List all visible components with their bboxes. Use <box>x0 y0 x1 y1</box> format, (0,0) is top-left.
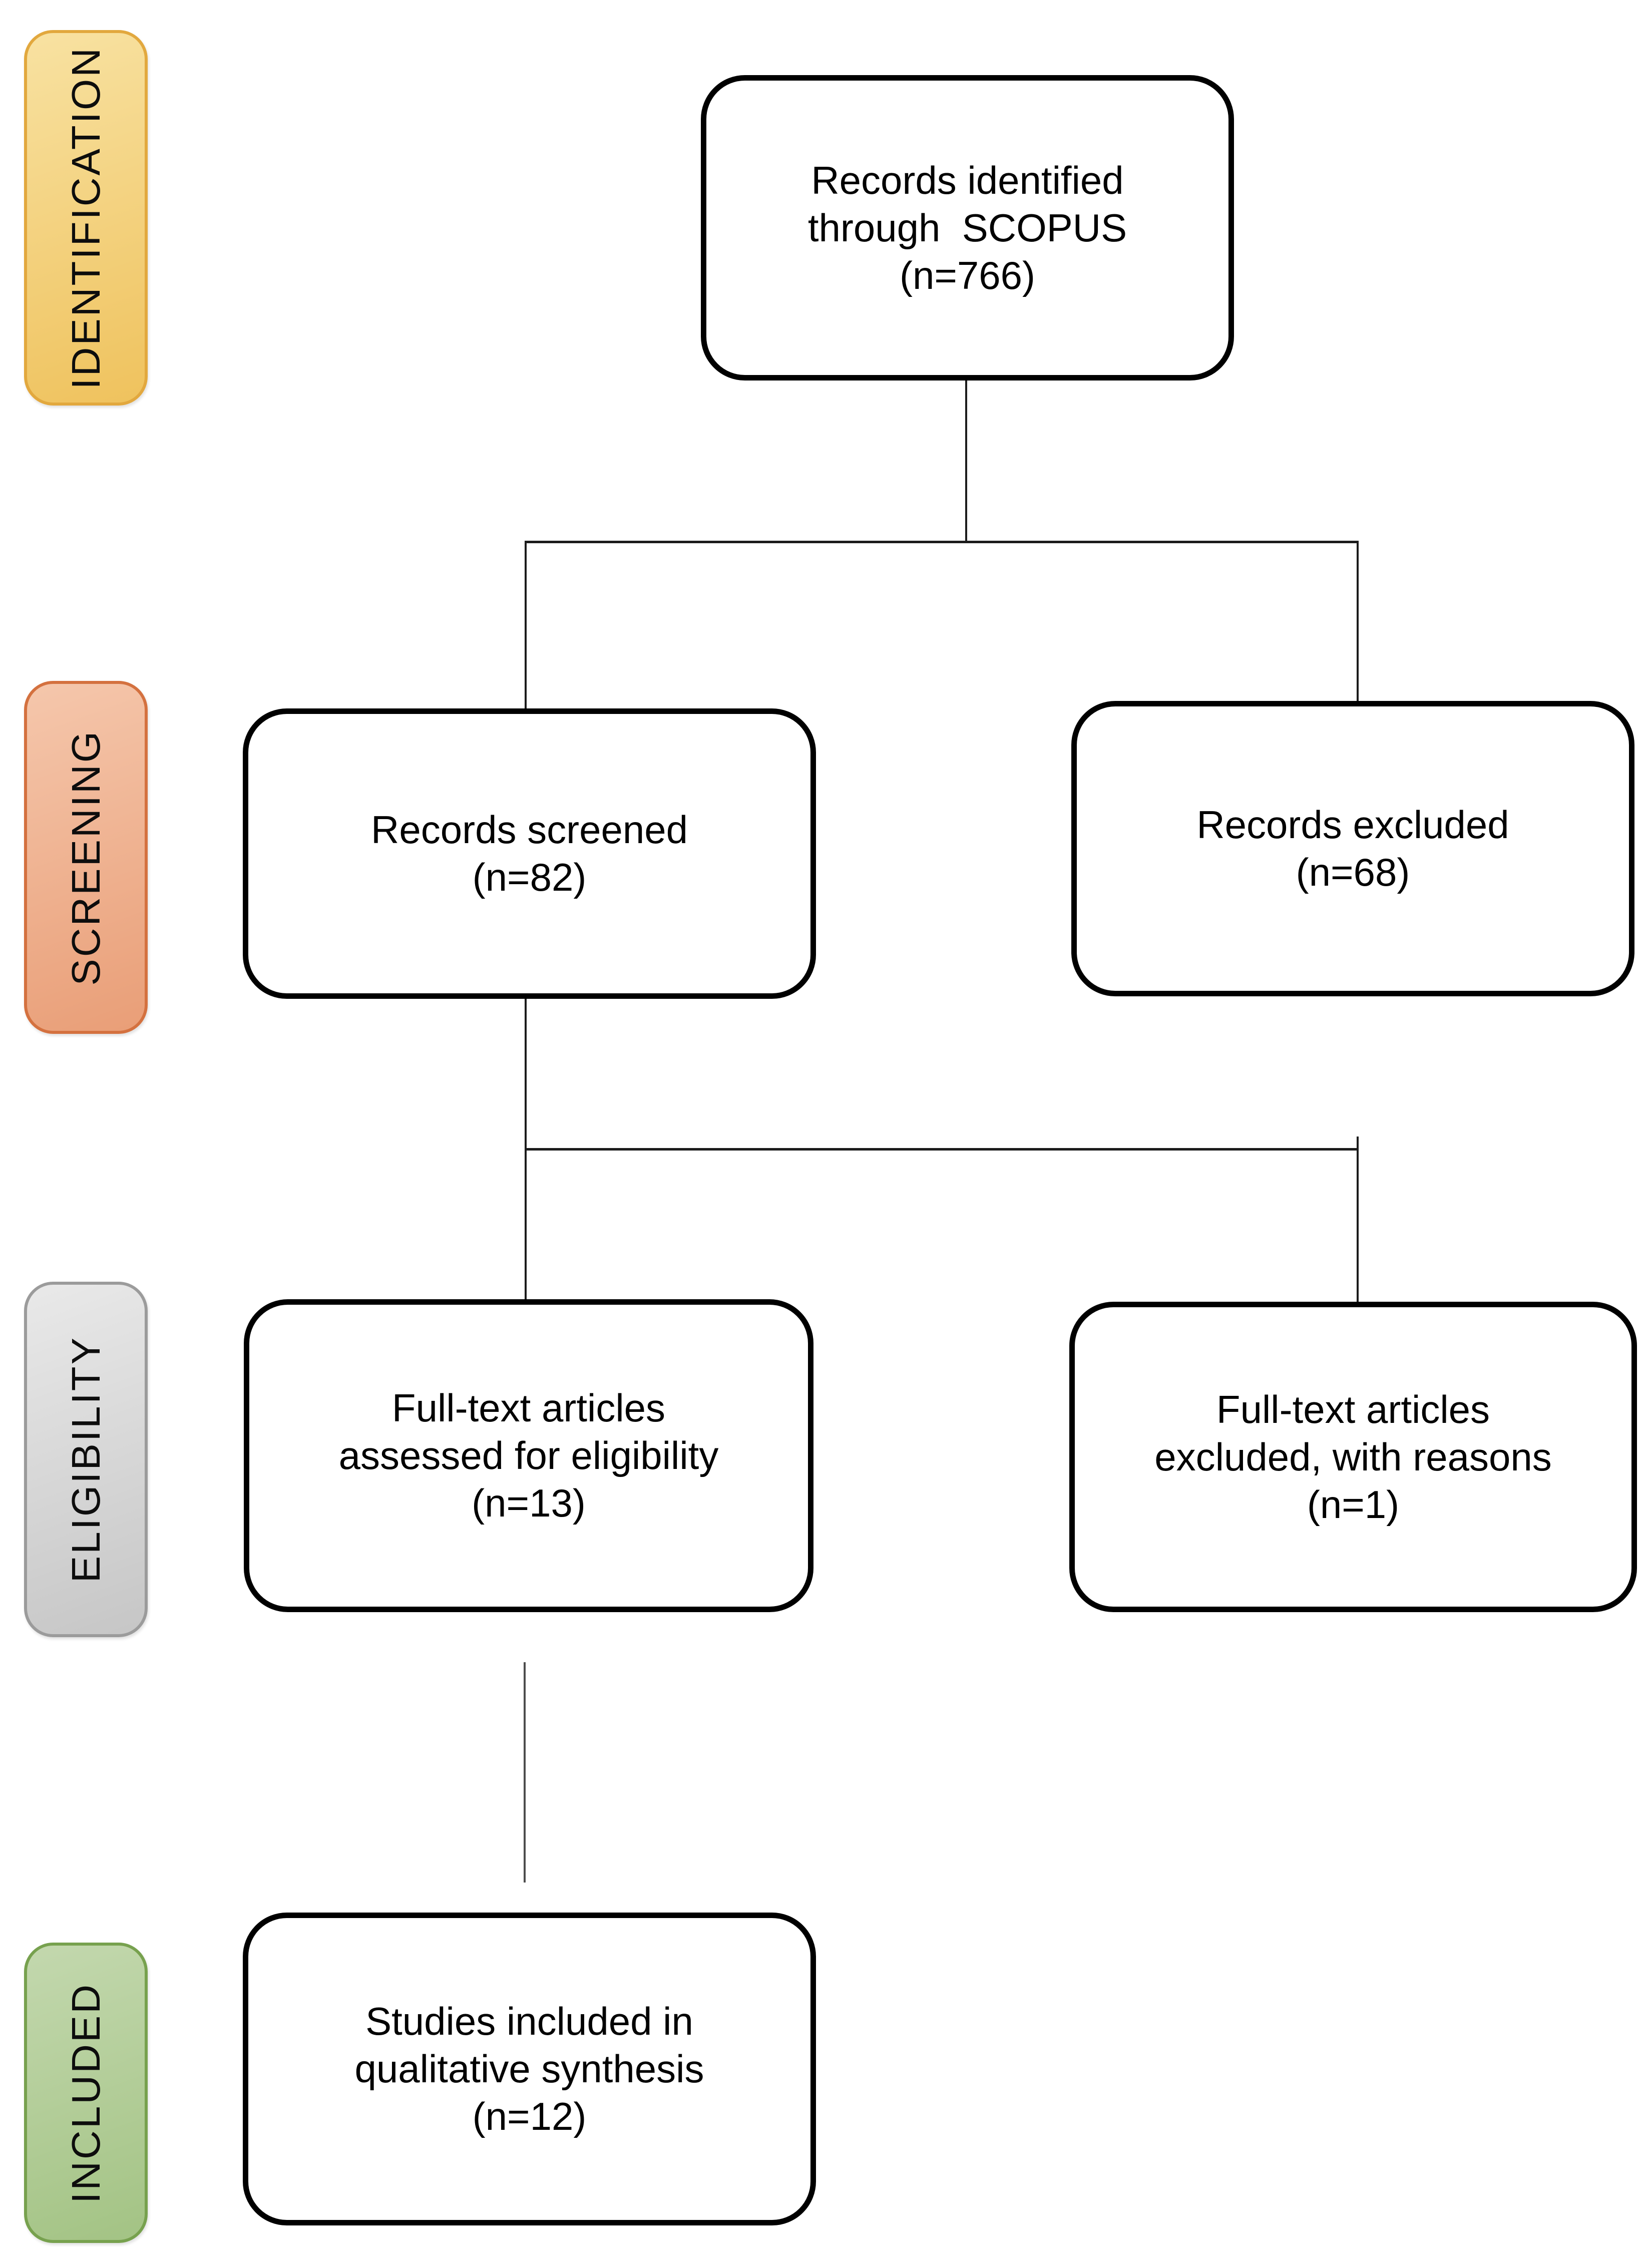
box-records-screened-text: Records screened (n=82) <box>371 808 688 899</box>
box-fulltext-excluded-text: Full-text articles excluded, with reason… <box>1154 1387 1552 1527</box>
connector-branch-1-left-down <box>525 541 527 708</box>
stage-label-included: INCLUDED <box>24 1943 148 2243</box>
box-records-excluded-text: Records excluded (n=68) <box>1196 803 1509 894</box>
box-fulltext-assessed: Full-text articles assessed for eligibil… <box>244 1299 813 1612</box>
stage-label-eligibility: ELIGIBILITY <box>24 1282 148 1637</box>
stage-label-included-text: INCLUDED <box>63 1982 108 2203</box>
stage-label-eligibility-text: ELIGIBILITY <box>63 1336 108 1583</box>
stage-label-identification: IDENTIFICATION <box>24 30 148 406</box>
connector-branch-2-left-down <box>525 1148 527 1300</box>
stage-label-screening-text: SCREENING <box>63 729 108 986</box>
connector-identified-down <box>965 381 967 543</box>
box-records-excluded: Records excluded (n=68) <box>1071 701 1634 996</box>
box-records-identified: Records identified through SCOPUS (n=766… <box>701 75 1234 381</box>
stage-label-screening: SCREENING <box>24 681 148 1034</box>
connector-branch-1-right-down <box>1357 541 1359 702</box>
box-fulltext-excluded: Full-text articles excluded, with reason… <box>1069 1302 1637 1612</box>
connector-branch-1-horizontal <box>525 541 1359 543</box>
connector-eligibility-to-included <box>524 1662 526 1882</box>
connector-screened-down <box>525 999 527 1149</box>
connector-branch-2-right-down <box>1357 1137 1359 1303</box>
box-records-identified-text: Records identified through SCOPUS (n=766… <box>807 158 1127 297</box>
box-studies-included-text: Studies included in qualitative synthesi… <box>354 1999 704 2138</box>
connector-branch-2-horizontal <box>525 1148 1359 1151</box>
box-fulltext-assessed-text: Full-text articles assessed for eligibil… <box>338 1386 719 1525</box>
stage-label-identification-text: IDENTIFICATION <box>63 46 108 390</box>
box-records-screened: Records screened (n=82) <box>243 708 816 999</box>
box-studies-included: Studies included in qualitative synthesi… <box>243 1913 816 2225</box>
